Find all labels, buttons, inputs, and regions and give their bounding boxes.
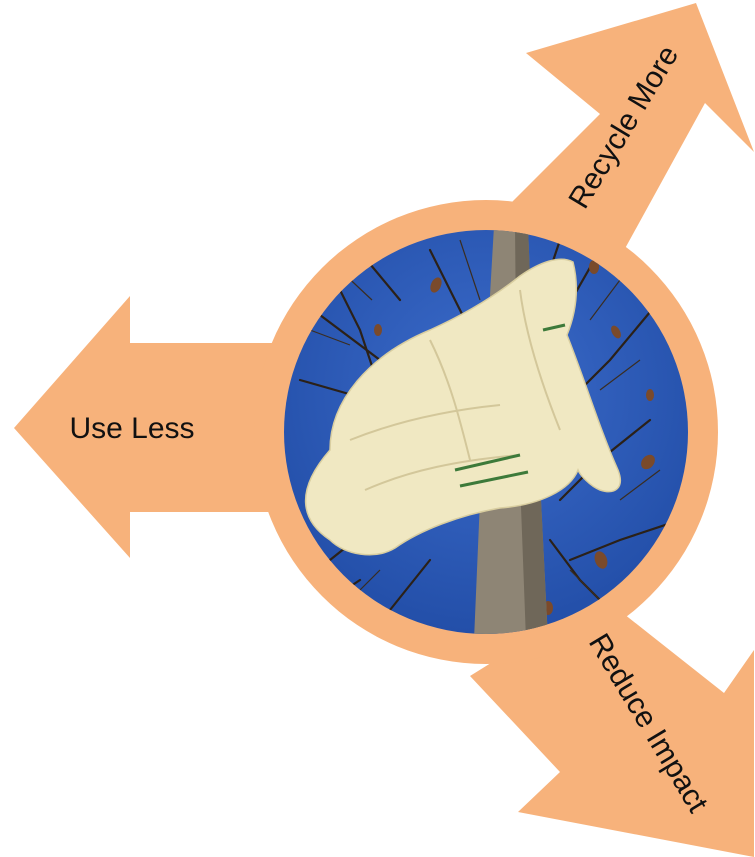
use-less-label: Use Less bbox=[69, 412, 194, 445]
